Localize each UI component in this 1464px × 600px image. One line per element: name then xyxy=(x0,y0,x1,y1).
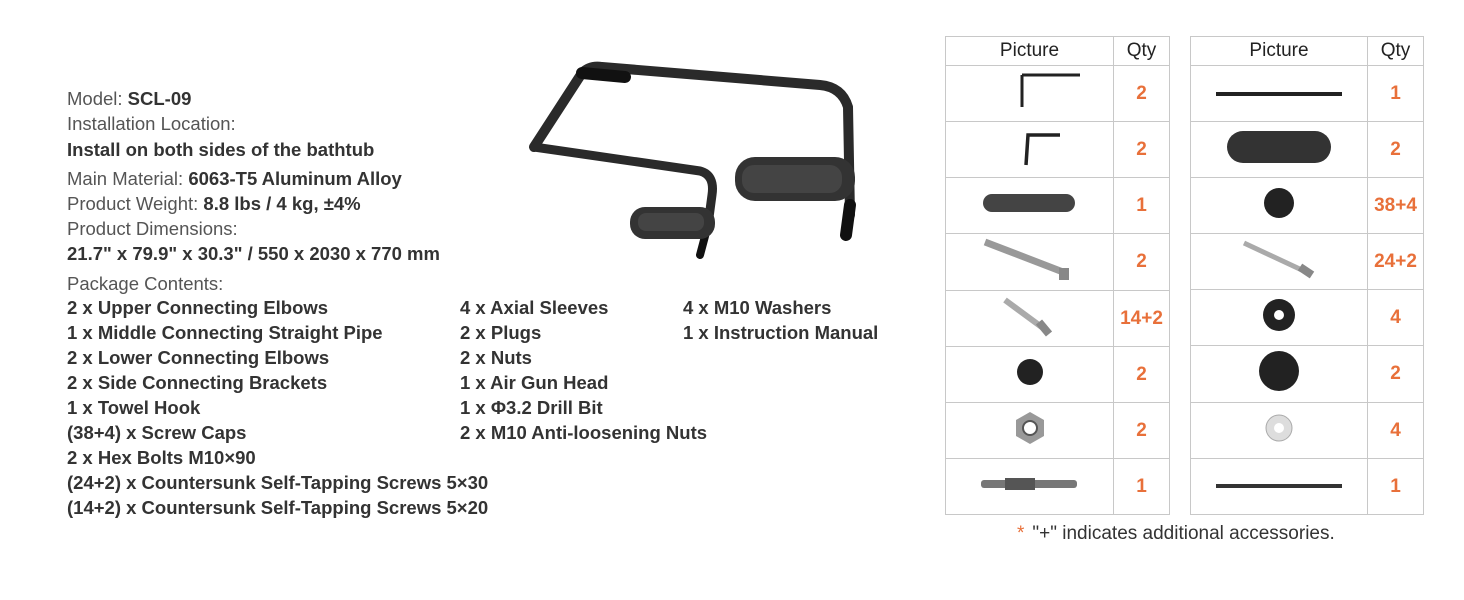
table-row: 2 xyxy=(945,121,1170,178)
package-item: 2 x Lower Connecting Elbows xyxy=(67,347,330,368)
long-screw-icon xyxy=(1242,240,1315,278)
table-row: 24+2 xyxy=(1190,233,1424,290)
package-item: 2 x Nuts xyxy=(460,347,532,368)
qty-value: 2 xyxy=(1113,346,1170,403)
material-label: Main Material: xyxy=(67,168,184,189)
qty-value: 1 xyxy=(1367,65,1424,122)
table-row: 4 xyxy=(1190,289,1424,346)
note-text: "+" indicates additional accessories. xyxy=(1032,523,1335,544)
qty-value: 2 xyxy=(1113,233,1170,291)
material-value: 6063-T5 Aluminum Alloy xyxy=(188,168,402,189)
package-item: (24+2) x Countersunk Self-Tapping Screws… xyxy=(67,472,489,493)
plug-icon xyxy=(1259,351,1299,391)
accessory-note: * "+" indicates additional accessories. xyxy=(1017,523,1335,545)
package-item: 4 x Axial Sleeves xyxy=(460,297,609,318)
material-line: Main Material: 6063-T5 Aluminum Alloy xyxy=(67,166,402,191)
table-row: 2 xyxy=(945,233,1170,291)
table-row: 2 xyxy=(945,346,1170,403)
weight-value: 8.8 lbs / 4 kg, ±4% xyxy=(203,193,361,214)
towel-hook-icon xyxy=(982,193,1075,212)
package-item: (38+4) x Screw Caps xyxy=(67,422,247,443)
qty-value: 38+4 xyxy=(1367,177,1424,234)
qty-value: 4 xyxy=(1367,289,1424,346)
allen-key-large-icon xyxy=(1020,73,1110,107)
drill-bit-icon xyxy=(1216,483,1342,488)
package-col-2: 4 x Axial Sleeves 2 x Plugs 2 x Nuts 1 x… xyxy=(460,295,707,445)
table-row: 1 xyxy=(945,458,1170,515)
qty-value: 1 xyxy=(1113,177,1170,234)
package-item: 1 x Middle Connecting Straight Pipe xyxy=(67,322,383,343)
table-row: 1 xyxy=(1190,65,1424,122)
qty-value: 1 xyxy=(1367,458,1424,515)
side-bracket-icon xyxy=(1227,130,1331,163)
qty-value: 2 xyxy=(1113,65,1170,122)
model-label: Model: xyxy=(67,88,123,109)
model-line: Model: SCL-09 xyxy=(67,86,191,111)
package-col-1: 2 x Upper Connecting Elbows 1 x Middle C… xyxy=(67,295,488,520)
table-row: 38+4 xyxy=(1190,177,1424,234)
table-row: 2 xyxy=(1190,121,1424,178)
package-item: 1 x Instruction Manual xyxy=(683,322,879,343)
table-row: 1 xyxy=(1190,458,1424,515)
qty-value: 4 xyxy=(1367,402,1424,459)
nut-icon xyxy=(1015,411,1044,444)
hex-bolt-icon xyxy=(983,238,1069,280)
table-row: 2 xyxy=(945,65,1170,122)
washer-icon xyxy=(1265,414,1293,441)
qty-value: 14+2 xyxy=(1113,290,1170,347)
qty-value: 2 xyxy=(1367,345,1424,403)
picture-header: Picture xyxy=(945,36,1114,66)
screw-cap-icon xyxy=(1264,187,1294,218)
qty-header: Qty xyxy=(1113,36,1170,66)
table-row: 2 xyxy=(1190,345,1424,403)
axial-sleeve-icon xyxy=(1263,298,1295,331)
asterisk: * xyxy=(1017,523,1025,544)
package-label: Package Contents: xyxy=(67,273,224,294)
model-value: SCL-09 xyxy=(127,88,192,109)
parts-table-left: Picture Qty 2 2 1 2 14+2 2 2 1 xyxy=(945,36,1170,515)
dimensions-label: Product Dimensions: xyxy=(67,218,238,239)
package-item: 2 x Side Connecting Brackets xyxy=(67,372,328,393)
qty-value: 24+2 xyxy=(1367,233,1424,290)
towel-rack-product-image xyxy=(529,61,856,259)
air-gun-head-icon xyxy=(980,477,1077,490)
package-col-3: 4 x M10 Washers 1 x Instruction Manual xyxy=(683,295,878,345)
short-screw-icon xyxy=(1002,297,1052,337)
package-item: 1 x Air Gun Head xyxy=(460,372,609,393)
package-item: 1 x Towel Hook xyxy=(67,397,201,418)
weight-label: Product Weight: xyxy=(67,193,199,214)
picture-header: Picture xyxy=(1190,36,1368,66)
location-label: Installation Location: xyxy=(67,113,236,134)
table-row: 14+2 xyxy=(945,290,1170,347)
straight-rod-icon xyxy=(1216,91,1342,96)
table-row: 2 xyxy=(945,402,1170,459)
qty-value: 2 xyxy=(1113,402,1170,459)
package-item: 1 x Φ3.2 Drill Bit xyxy=(460,397,603,418)
package-item: 2 x Plugs xyxy=(460,322,542,343)
qty-value: 2 xyxy=(1113,121,1170,178)
package-item: 4 x M10 Washers xyxy=(683,297,832,318)
weight-line: Product Weight: 8.8 lbs / 4 kg, ±4% xyxy=(67,191,361,216)
location-value: Install on both sides of the bathtub xyxy=(67,139,375,160)
table-row: 1 xyxy=(945,177,1170,234)
table-row: 4 xyxy=(1190,402,1424,459)
dimensions-value: 21.7" x 79.9" x 30.3" / 550 x 2030 x 770… xyxy=(67,243,440,264)
package-item: (14+2) x Countersunk Self-Tapping Screws… xyxy=(67,497,489,518)
qty-header: Qty xyxy=(1367,36,1424,66)
parts-table-right: Picture Qty 1 2 38+4 24+2 4 2 4 1 xyxy=(1190,36,1424,515)
small-cap-icon xyxy=(1016,358,1043,385)
package-item: 2 x Upper Connecting Elbows xyxy=(67,297,329,318)
qty-value: 2 xyxy=(1367,121,1424,178)
package-item: 2 x M10 Anti-loosening Nuts xyxy=(460,422,708,443)
package-item: 2 x Hex Bolts M10×90 xyxy=(67,447,256,468)
allen-key-small-icon xyxy=(1023,132,1060,165)
qty-value: 1 xyxy=(1113,458,1170,515)
